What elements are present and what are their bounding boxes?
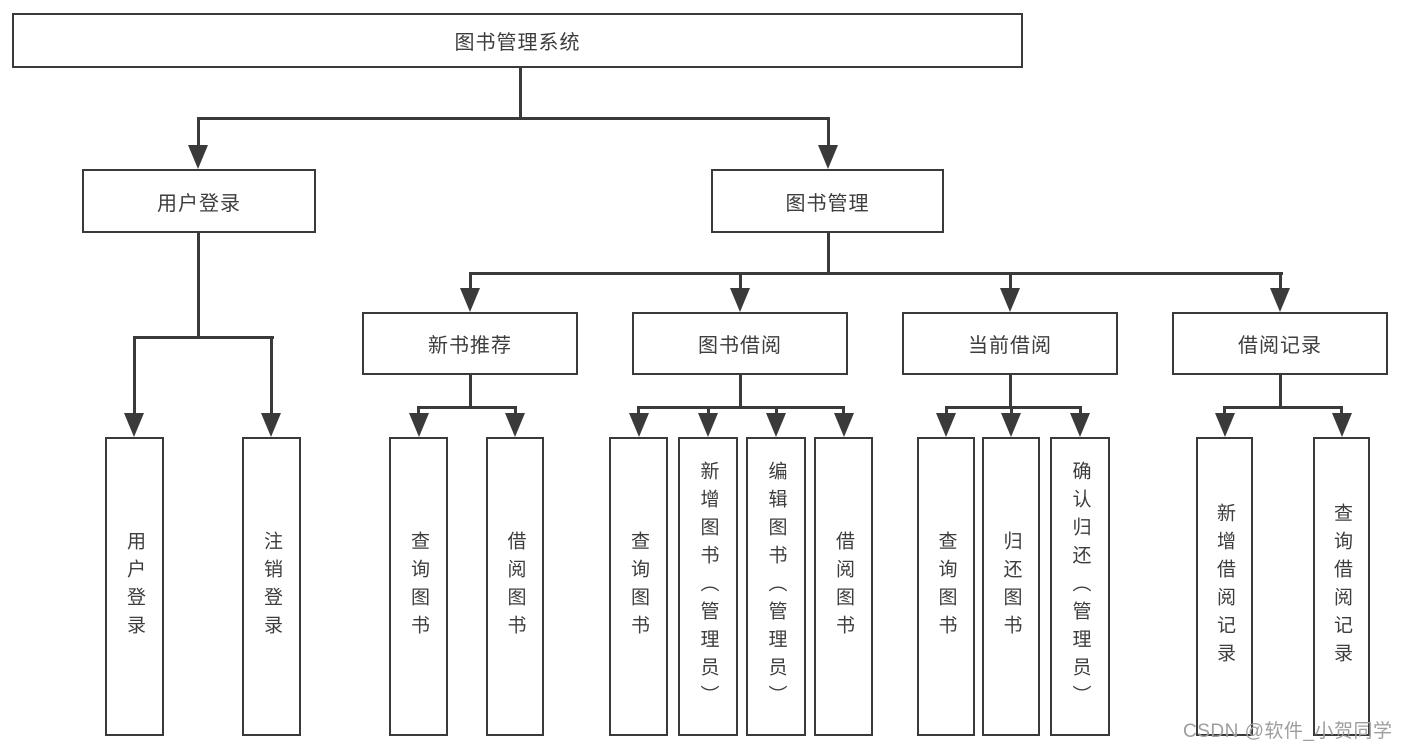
arrowhead-icon xyxy=(124,413,144,437)
node-book-mgmt: 图书管理 xyxy=(711,169,944,233)
connector-line xyxy=(513,406,517,416)
arrowhead-icon xyxy=(1331,413,1352,437)
arrowhead-icon xyxy=(730,288,750,312)
arrowhead-icon xyxy=(1070,413,1090,437)
node-book-borrowing: 图书借阅 xyxy=(632,312,848,375)
leaf-node-query-books: 查询图书 xyxy=(609,437,668,736)
connector-line xyxy=(269,336,273,414)
connector-line xyxy=(1008,374,1012,409)
leaf-node-confirm-return-admin: 确认归还（管理员） xyxy=(1050,437,1110,736)
leaf-node-borrow-books: 借阅图书 xyxy=(486,437,544,736)
connector-line xyxy=(826,232,830,275)
leaf-label: 查询图书 xyxy=(408,530,429,643)
arrowhead-icon xyxy=(1214,413,1235,437)
node-new-book-rec: 新书推荐 xyxy=(362,312,578,375)
arrowhead-icon xyxy=(766,413,786,437)
leaf-label: 新增借阅记录 xyxy=(1214,502,1235,671)
leaf-node-query-borrow-record: 查询借阅记录 xyxy=(1313,437,1370,736)
leaf-node-user-login: 用户登录 xyxy=(105,437,164,736)
connector-line xyxy=(196,117,200,146)
connector-line xyxy=(417,406,420,416)
connector-line xyxy=(1223,406,1343,409)
leaf-label: 新增图书（管理员） xyxy=(697,460,719,713)
connector-line xyxy=(132,336,136,414)
leaf-node-add-books-admin: 新增图书（管理员） xyxy=(678,437,738,736)
arrowhead-icon xyxy=(1000,288,1020,312)
connector-line xyxy=(1223,406,1226,416)
leaf-label: 用户登录 xyxy=(124,530,145,643)
arrowhead-icon xyxy=(936,413,956,437)
node-borrow-records: 借阅记录 xyxy=(1172,312,1388,375)
connector-line xyxy=(944,406,948,416)
connector-line xyxy=(637,406,845,409)
node-current-borrowing: 当前借阅 xyxy=(902,312,1118,375)
leaf-node-query-books: 查询图书 xyxy=(389,437,448,736)
arrowhead-icon xyxy=(818,145,838,169)
leaf-node-query-books: 查询图书 xyxy=(917,437,975,736)
leaf-label: 编辑图书（管理员） xyxy=(765,460,787,713)
connector-line xyxy=(944,406,1082,409)
arrowhead-icon xyxy=(460,288,480,312)
leaf-node-return-books: 归还图书 xyxy=(982,437,1040,736)
arrowhead-icon xyxy=(408,413,429,437)
connector-line xyxy=(518,68,522,120)
leaf-node-add-borrow-record: 新增借阅记录 xyxy=(1196,437,1253,736)
node-root: 图书管理系统 xyxy=(12,13,1023,68)
node-user-login: 用户登录 xyxy=(82,169,316,233)
connector-line xyxy=(738,374,742,409)
leaf-node-logout: 注销登录 xyxy=(242,437,301,736)
connector-line xyxy=(1278,374,1282,409)
arrowhead-icon xyxy=(1001,413,1021,437)
leaf-label: 查询图书 xyxy=(935,530,957,643)
connector-line xyxy=(842,406,845,416)
leaf-label: 查询借阅记录 xyxy=(1331,502,1352,671)
connector-line xyxy=(1078,406,1082,416)
connector-line xyxy=(468,272,1283,275)
leaf-label: 注销登录 xyxy=(261,530,282,643)
leaf-label: 借阅图书 xyxy=(504,530,526,643)
connector-line xyxy=(1008,272,1012,290)
connector-line xyxy=(706,406,710,416)
leaf-label: 借阅图书 xyxy=(833,530,854,643)
arrowhead-icon xyxy=(188,145,208,169)
connector-line xyxy=(1340,406,1343,416)
connector-line xyxy=(637,406,640,416)
arrowhead-icon xyxy=(1270,288,1290,312)
connector-line xyxy=(196,232,200,339)
arrowhead-icon xyxy=(698,413,718,437)
connector-line xyxy=(132,336,274,339)
connector-line xyxy=(417,406,516,409)
leaf-node-borrow-books: 借阅图书 xyxy=(814,437,873,736)
arrowhead-icon xyxy=(261,413,281,437)
connector-line xyxy=(1278,272,1282,290)
arrowhead-icon xyxy=(505,413,525,437)
connector-line xyxy=(468,272,472,290)
connector-line xyxy=(738,272,742,290)
arrowhead-icon xyxy=(628,413,649,437)
leaf-node-edit-books-admin: 编辑图书（管理员） xyxy=(746,437,806,736)
csdn-watermark: CSDN @软件_小贺同学 xyxy=(1183,721,1393,742)
connector-line xyxy=(826,117,830,146)
leaf-label: 查询图书 xyxy=(628,530,649,643)
connector-line xyxy=(468,374,472,409)
connector-line xyxy=(774,406,778,416)
leaf-label: 确认归还（管理员） xyxy=(1069,460,1091,713)
connector-line xyxy=(1009,406,1013,416)
leaf-label: 归还图书 xyxy=(1000,530,1022,643)
arrowhead-icon xyxy=(833,413,854,437)
connector-line xyxy=(196,117,830,120)
